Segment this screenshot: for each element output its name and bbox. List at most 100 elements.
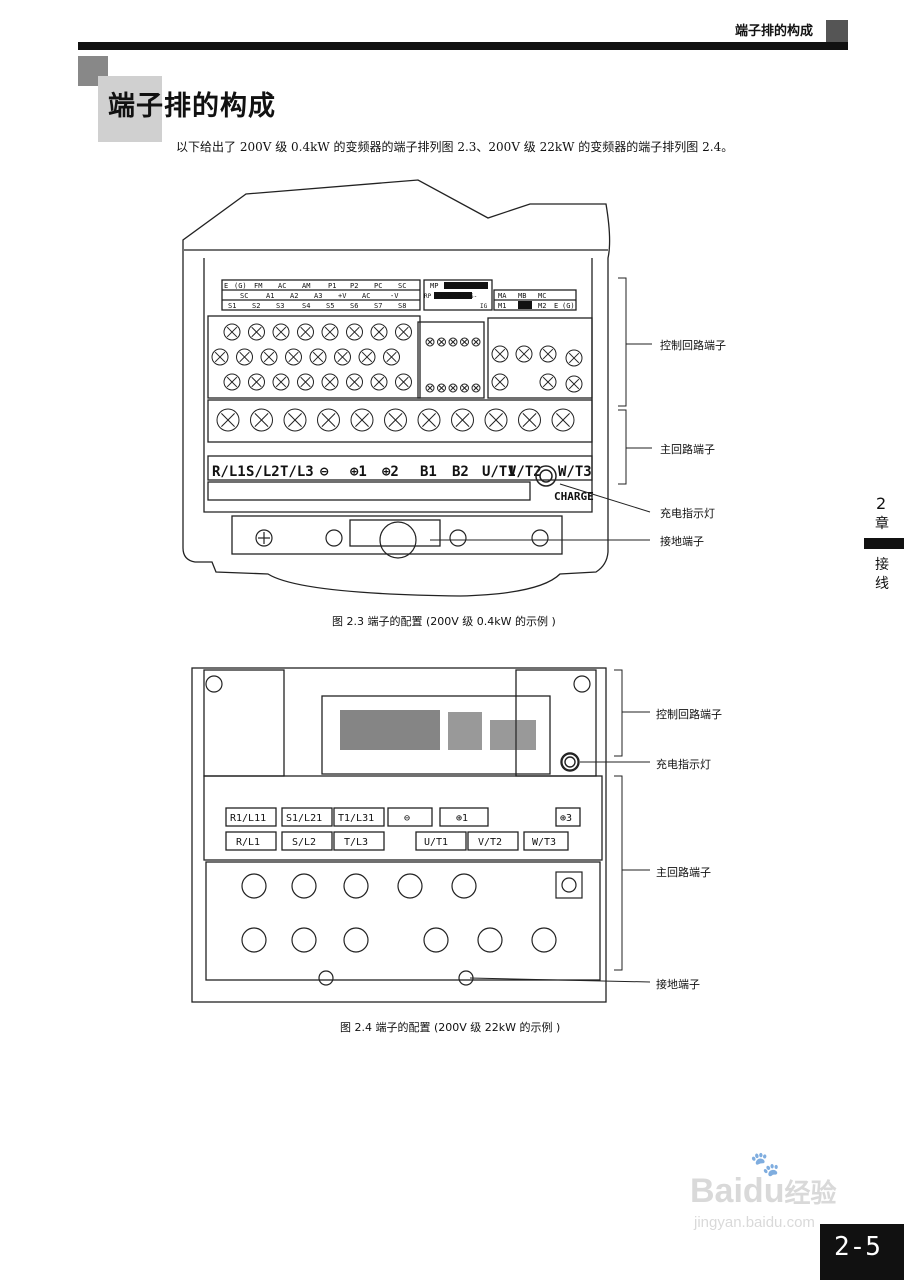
terminal-screw-icon [248,373,265,391]
chapter-topic-1: 接 [875,557,889,573]
terminal-screw-icon [346,373,363,391]
ctl-bot-7: S7 [374,302,382,310]
comm-3: R- [448,293,455,300]
title-decoration-shade [98,76,162,142]
terminal-screw-icon [448,383,458,393]
terminal-screw-icon [285,348,302,366]
terminal-screw-icon [370,323,388,341]
comm-4: S+ [458,293,466,300]
terminal-screw-icon [551,408,575,432]
main-terminal-labels: R/L1 S/L2 T/L3 ⊖ ⊕1 ⊕2 B1 B2 U/T1 V/T2 W… [212,464,594,503]
main-label-3: T/L3 [280,464,314,480]
comm-port-blocks [434,282,532,309]
control-block-22kw [340,710,536,750]
terminal-screw-icon [216,408,240,432]
callout-brackets [430,277,652,541]
terminal-screw-icon [334,348,351,366]
terminal-screw-icon [460,337,469,347]
ctl-top-6: P1 [328,282,336,290]
page-number: 2-5 [834,1232,881,1262]
terminal-screw-icon [518,408,541,432]
running-header: 端子排的构成 [735,24,814,39]
callout-ground-terminal-22kw: 接地端子 [656,978,700,991]
comm-5: S- [470,293,477,300]
terminal-screw-icon [317,408,340,432]
callout-charge-lamp-22kw: 充电指示灯 [656,758,711,771]
ctl-bot-2: S2 [252,302,260,310]
terminal-screw-icon [309,348,327,366]
terminal-screw-icon [250,408,273,432]
terminal-screw-icon [491,345,509,363]
terminal-screw-icon [471,337,481,347]
main-bolt-row-bottom [241,927,557,953]
control-terminal-screws [211,323,583,432]
intro-paragraph: 以下给出了 200V 级 0.4kW 的变频器的端子排列图 2.3、200V 级… [176,140,734,154]
chapter-word: 章 [875,516,889,532]
ctl-mid-4: A3 [314,292,322,300]
charge-lamp [535,465,557,487]
terminal-screw-icon [272,373,290,391]
page-number-box [820,1224,904,1280]
terminal-screw-icon [350,408,374,432]
control-strip-text: E (G) FM AC AM P1 P2 PC SC SC A1 A2 A3 +… [224,282,575,310]
main-terminal-labels-22kw: R1/L11 S1/L21 T1/L31 ⊖ ⊕1 ⊕3 R/L1 S/L2 T… [230,813,572,848]
relay-top-3: MC [538,292,546,300]
relay-bot-3: E [554,302,558,310]
bottom-label-6: W/T3 [532,837,556,848]
terminal-screw-icon [565,349,583,367]
ground-terminals [255,521,549,559]
main-label-10: V/T2 [508,464,542,480]
main-bolt-row-top [241,871,583,899]
page-title: 端子排的构成 [108,91,276,122]
ctl-bot-1: S1 [228,302,236,310]
callout-main-terminals-22kw: 主回路端子 [656,866,711,879]
ctl-top-1: E [224,282,228,290]
main-label-6: ⊕2 [382,464,399,480]
paw-icon: 🐾 [750,1150,780,1178]
terminal-screw-icon [539,345,557,363]
terminal-screw-icon [370,373,388,391]
ctl-top-3: FM [254,282,262,290]
bottom-label-4: U/T1 [424,837,448,848]
terminal-screw-icon [417,408,441,432]
charge-label: CHARGE [554,490,594,503]
terminal-screw-icon [346,323,363,341]
main-label-1: R/L1 [212,464,246,480]
ctl-top-7: P2 [350,282,358,290]
housing-outline [182,179,611,597]
terminal-screw-icon [460,383,469,393]
ctl-mid-6: AC [362,292,370,300]
top-label-2: S1/L21 [286,813,322,824]
top-label-4: ⊖ [404,813,410,824]
bottom-label-1: R/L1 [236,837,260,848]
top-label-6: ⊕3 [560,813,572,824]
terminal-screw-icon [297,323,314,341]
ctl-bot-3: S3 [276,302,284,310]
comm-6: IG [480,303,488,310]
housing-outline-22kw [191,667,607,1003]
callout-brackets-22kw [469,669,651,983]
ctl-mid-5: +V [338,292,347,300]
terminal-screw-icon [451,408,474,432]
bottom-label-5: V/T2 [478,837,502,848]
top-label-3: T1/L31 [338,813,374,824]
watermark-brand-suffix: du [742,1172,785,1210]
terminal-screw-icon [297,373,314,391]
terminal-screw-icon [565,375,583,393]
watermark: 🐾 Baidu经验 jingyan.baidu.com [690,1150,890,1236]
chapter-number: 2 [876,494,887,513]
terminal-screw-icon [321,373,339,391]
ctl-mid-7: -V [390,292,399,300]
ctl-top-8: PC [374,282,382,290]
main-label-4: ⊖ [320,464,329,480]
main-label-7: B1 [420,464,437,480]
top-label-1: R1/L11 [230,813,266,824]
figure-2-3-caption: 图 2.3 端子的配置 (200V 级 0.4kW 的示例 ) [332,615,556,628]
relay-bot-2: M2 [538,302,546,310]
terminal-screw-icon [321,323,339,341]
ctl-top-5: AM [302,282,310,290]
comm-top: MP [430,282,438,290]
ctl-mid-2: A1 [266,292,274,300]
ctl-top-2: (G) [234,282,247,290]
figure-2-3-diagram: E (G) FM AC AM P1 P2 PC SC SC A1 A2 A3 +… [182,179,652,597]
